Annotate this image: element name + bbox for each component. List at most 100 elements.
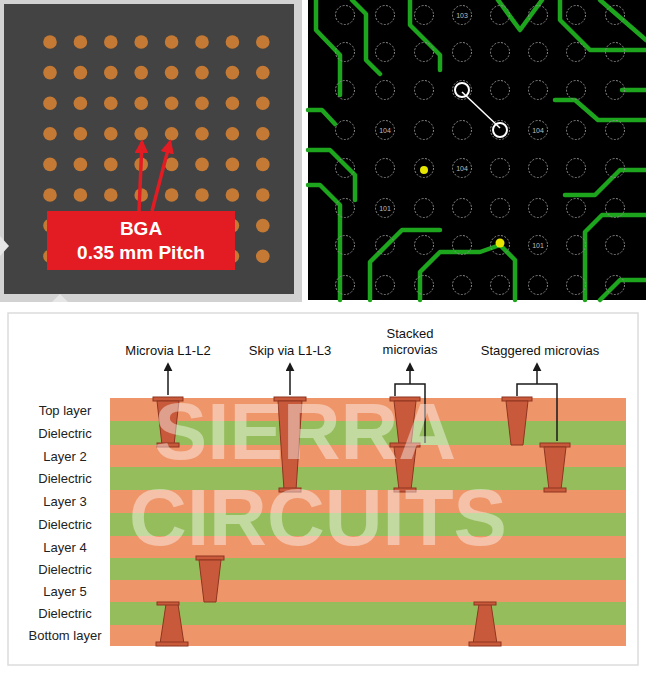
pad-number: 101 bbox=[379, 205, 391, 212]
bga-pad bbox=[529, 236, 548, 255]
bga-pad bbox=[567, 81, 586, 100]
bga-pad bbox=[336, 43, 355, 62]
bga-panel bbox=[0, 0, 302, 302]
bga-ball bbox=[104, 188, 118, 202]
bga-ball bbox=[134, 96, 148, 110]
bga-pad bbox=[606, 121, 625, 140]
bga-ball bbox=[74, 158, 88, 172]
bga-pad bbox=[415, 81, 434, 100]
layer-name: Dielectric bbox=[38, 607, 91, 620]
via-label: Microvia L1-L2 bbox=[125, 344, 210, 357]
bga-pad bbox=[415, 43, 434, 62]
bga-pad bbox=[567, 6, 586, 25]
via-label: Stacked microvias bbox=[370, 326, 450, 358]
bga-ball bbox=[256, 127, 270, 141]
bga-pad bbox=[567, 43, 586, 62]
bga-ball bbox=[195, 127, 209, 141]
bga-ball bbox=[195, 66, 209, 80]
bga-ball bbox=[43, 96, 57, 110]
bga-pad bbox=[376, 199, 395, 218]
bga-ball bbox=[256, 158, 270, 172]
pad-number: 104 bbox=[456, 165, 468, 172]
bga-pad bbox=[376, 159, 395, 178]
bga-pad bbox=[415, 121, 434, 140]
watermark: CIRCUITS bbox=[129, 478, 507, 558]
bga-ball bbox=[74, 96, 88, 110]
bga-ball bbox=[195, 35, 209, 49]
bga-ball bbox=[74, 127, 88, 141]
bga-pad bbox=[415, 199, 434, 218]
bga-ball bbox=[104, 96, 118, 110]
bga-pad bbox=[453, 236, 472, 255]
bga-pad bbox=[606, 81, 625, 100]
bga-pad bbox=[529, 6, 548, 25]
layer-name: Dielectric bbox=[38, 518, 91, 531]
bga-ball bbox=[165, 35, 179, 49]
bga-pad bbox=[491, 236, 510, 255]
bga-ball bbox=[165, 66, 179, 80]
bga-pad bbox=[453, 81, 472, 100]
layer-name: Layer 2 bbox=[43, 450, 86, 463]
via-label: Staggered microvias bbox=[481, 344, 600, 357]
bga-pad bbox=[376, 43, 395, 62]
bga-pad bbox=[567, 159, 586, 178]
bga-pad bbox=[567, 276, 586, 295]
bga-ball bbox=[226, 35, 240, 49]
bga-ball bbox=[226, 66, 240, 80]
bga-ball bbox=[134, 66, 148, 80]
bga-pad bbox=[491, 159, 510, 178]
bga-pad bbox=[606, 159, 625, 178]
callout-text: BGA bbox=[120, 217, 162, 241]
bga-ball bbox=[226, 127, 240, 141]
layer-name: Layer 3 bbox=[43, 495, 86, 508]
bga-pad bbox=[491, 81, 510, 100]
bga-ball bbox=[134, 127, 148, 141]
bga-ball bbox=[256, 219, 270, 233]
via-label: Skip via L1-L3 bbox=[249, 344, 331, 357]
bga-pad bbox=[336, 236, 355, 255]
bga-pad bbox=[415, 6, 434, 25]
bga-ball bbox=[256, 188, 270, 202]
bga-pad bbox=[415, 276, 434, 295]
bga-pad bbox=[336, 6, 355, 25]
bga-pad bbox=[453, 6, 472, 25]
bga-ball bbox=[43, 158, 57, 172]
bga-pad bbox=[336, 276, 355, 295]
bga-pad bbox=[491, 6, 510, 25]
bga-pad bbox=[567, 236, 586, 255]
bga-pad bbox=[491, 199, 510, 218]
bga-ball bbox=[226, 158, 240, 172]
bga-ball bbox=[43, 127, 57, 141]
callout-text: 0.35 mm Pitch bbox=[77, 241, 205, 265]
layer-name: Layer 4 bbox=[43, 541, 86, 554]
bga-pad bbox=[529, 159, 548, 178]
bga-ball bbox=[165, 188, 179, 202]
bga-ball bbox=[43, 188, 57, 202]
pad-number: 101 bbox=[532, 242, 544, 249]
bga-ball bbox=[104, 158, 118, 172]
bga-pad bbox=[415, 236, 434, 255]
bga-pad bbox=[376, 236, 395, 255]
watermark: SIERRA bbox=[154, 392, 456, 472]
bga-ball bbox=[104, 127, 118, 141]
bga-ball bbox=[256, 249, 270, 263]
bga-pad bbox=[453, 121, 472, 140]
bga-pad bbox=[567, 121, 586, 140]
bga-ball bbox=[43, 66, 57, 80]
pad-number: 103 bbox=[456, 12, 468, 19]
pad-number: 104 bbox=[532, 127, 544, 134]
bga-pad bbox=[606, 236, 625, 255]
bga-pad bbox=[529, 81, 548, 100]
layer-name: Top layer bbox=[39, 404, 92, 417]
bga-ball bbox=[165, 96, 179, 110]
bga-ball bbox=[74, 188, 88, 202]
pcb-layout bbox=[308, 0, 646, 300]
layer-name: Layer 5 bbox=[43, 585, 86, 598]
bga-pad bbox=[529, 199, 548, 218]
bga-pad bbox=[606, 276, 625, 295]
bga-ball bbox=[195, 158, 209, 172]
bga-pad bbox=[336, 81, 355, 100]
cross-section bbox=[8, 313, 638, 665]
bga-ball bbox=[74, 35, 88, 49]
bga-pad bbox=[491, 43, 510, 62]
